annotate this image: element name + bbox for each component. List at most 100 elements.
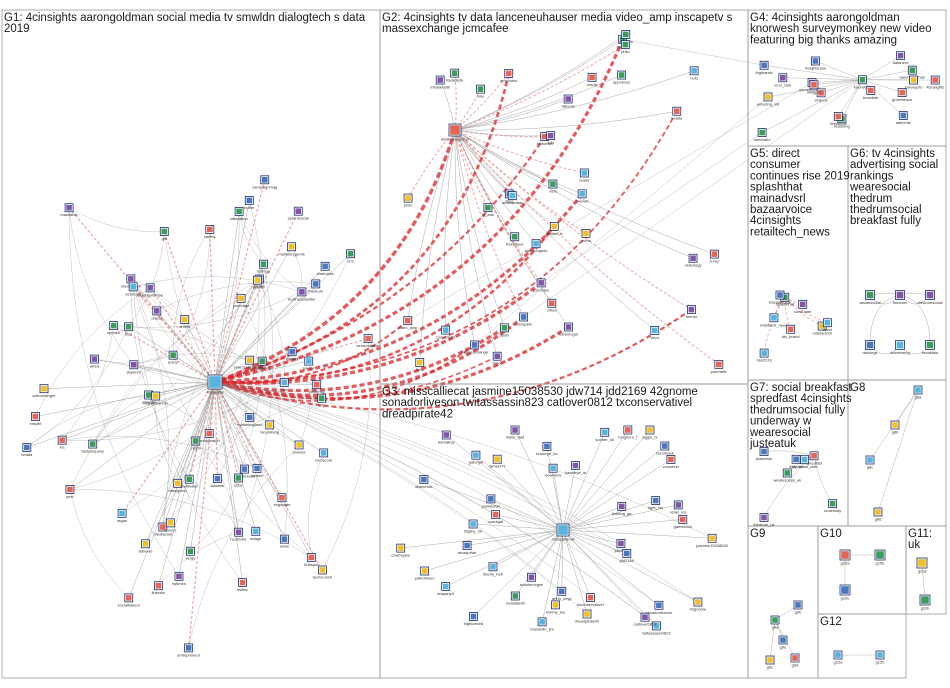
node-g2-17[interactable]: conversant: [436, 325, 456, 340]
node-g9-3[interactable]: g9d: [790, 653, 800, 668]
node-g3-23[interactable]: yankeefan: [482, 494, 500, 509]
node-g1-4[interactable]: variety: [204, 225, 216, 239]
node-g4-16[interactable]: surveypro: [905, 75, 923, 90]
node-g6-3[interactable]: rankings: [862, 340, 878, 356]
node-g8-2[interactable]: g8c: [865, 455, 875, 470]
node-g6-2[interactable]: thedrumsocial: [918, 290, 943, 306]
node-g1-54[interactable]: emplifi: [30, 412, 42, 427]
node-g6-4[interactable]: advertising: [890, 340, 910, 356]
node-g3-22[interactable]: dixiechick: [415, 475, 433, 490]
node-g1-41[interactable]: socialbakers: [118, 593, 140, 608]
node-g3-21[interactable]: ozarkgal: [488, 510, 503, 524]
node-g1-26[interactable]: adnews: [139, 539, 153, 554]
node-g1-62[interactable]: cmi: [346, 249, 355, 263]
node-g2-35[interactable]: amazonads: [502, 191, 523, 206]
node-g3-13[interactable]: redstate99: [506, 591, 526, 606]
node-g1-27[interactable]: brandchannel: [144, 391, 168, 406]
node-g1-37[interactable]: hubspot: [304, 553, 319, 567]
node-g2-21[interactable]: teads: [580, 168, 590, 183]
node-g3-26[interactable]: tarheel77: [489, 454, 506, 469]
node-g2-32[interactable]: vizio: [548, 179, 558, 194]
node-g2-24[interactable]: roku: [476, 84, 485, 99]
node-g1-65[interactable]: comscore: [315, 448, 333, 463]
node-g1-31[interactable]: engadget: [274, 493, 292, 508]
node-hub-g1[interactable]: 4cinsights: [206, 374, 224, 395]
node-g3-29[interactable]: wolverine: [545, 463, 563, 478]
node-g1-45[interactable]: cision: [191, 436, 201, 451]
node-g4-9[interactable]: vidpros: [815, 88, 828, 103]
node-g1-38[interactable]: buffer: [244, 195, 255, 210]
node-g8-1[interactable]: g8b: [890, 420, 900, 435]
node-g2-28[interactable]: xumo: [709, 249, 720, 264]
node-g2-10[interactable]: innovid: [576, 189, 589, 204]
node-g1-7[interactable]: dialogtech: [169, 478, 187, 493]
node-g2-0[interactable]: inscapetv: [515, 312, 532, 327]
node-g1-19[interactable]: nytimes: [172, 571, 186, 586]
node-g1-20[interactable]: cnbc: [233, 473, 243, 488]
node-g2-2[interactable]: massexchange: [461, 340, 489, 355]
node-g1-69[interactable]: oracle: [151, 306, 163, 321]
node-g1-33[interactable]: axios: [280, 534, 289, 549]
node-g4-14[interactable]: adtechie: [896, 111, 912, 125]
node-g2-14[interactable]: freewheel: [506, 232, 523, 247]
node-g1-58[interactable]: ahrefs: [179, 315, 190, 330]
node-g11-0[interactable]: g11a: [916, 557, 928, 574]
node-g3-20[interactable]: bigsky_mt: [464, 519, 483, 534]
node-g5-7[interactable]: direct: [822, 318, 833, 333]
node-g3-31[interactable]: sooner_ok: [595, 427, 614, 442]
node-g2-1[interactable]: video_amp: [398, 316, 418, 331]
node-g1-35[interactable]: inc: [57, 435, 67, 450]
node-g2-6[interactable]: ampvideo: [500, 69, 518, 83]
node-g1-22[interactable]: adexchanger: [32, 384, 56, 399]
node-g1-60[interactable]: seroundtable: [357, 334, 381, 349]
node-hub-g3[interactable]: misscalliecat: [552, 523, 576, 542]
node-g1-56[interactable]: semrush: [126, 282, 141, 297]
node-g1-46[interactable]: muckrack: [254, 356, 271, 371]
node-g2-7[interactable]: samba_tv: [546, 221, 563, 236]
node-g3-12[interactable]: scootsmcgee: [520, 572, 544, 587]
node-g1-59[interactable]: searchengineland: [234, 355, 266, 370]
node-g1-43[interactable]: talkwalker: [230, 207, 249, 221]
node-g3-27[interactable]: hokie_dad: [506, 425, 524, 440]
node-g2-27[interactable]: pluto: [403, 193, 413, 208]
node-g2-33[interactable]: lg_ads: [482, 203, 494, 218]
node-g5-6[interactable]: rise2019: [756, 348, 773, 363]
node-g1-29[interactable]: wired: [90, 354, 100, 369]
node-g1-24[interactable]: campaignmag: [252, 175, 277, 190]
node-g1-13[interactable]: adage: [250, 526, 262, 541]
node-g1-18[interactable]: wsj: [317, 393, 326, 408]
node-g1-68[interactable]: gfk: [159, 227, 169, 242]
node-g4-13[interactable]: brandlab: [863, 86, 879, 100]
node-g4-7[interactable]: 4cinsights: [926, 75, 944, 90]
node-g3-35[interactable]: volunteer: [663, 455, 680, 469]
node-g1-50[interactable]: skyword: [126, 360, 141, 375]
node-g7-6[interactable]: fully_sb: [789, 454, 804, 469]
node-g1-9[interactable]: socialmedia: [234, 464, 256, 479]
node-g3-10[interactable]: kimmy_lou: [546, 600, 565, 615]
node-g4-4[interactable]: bigthanks: [756, 60, 773, 75]
node-g1-14[interactable]: marketingland: [237, 412, 262, 427]
node-g1-32[interactable]: recode: [251, 275, 264, 290]
node-g1-61[interactable]: marketingprofs: [278, 242, 305, 256]
node-g2-39[interactable]: pubmatic: [711, 359, 727, 374]
node-g2-25[interactable]: hulu: [689, 66, 699, 81]
node-g3-37[interactable]: tiger_lsu: [648, 496, 663, 511]
node-g1-49[interactable]: contently: [309, 380, 325, 395]
node-g1-16[interactable]: techcrunch: [313, 565, 333, 580]
node-g9-2[interactable]: g9c: [765, 655, 775, 670]
node-g4-15[interactable]: growthhack: [892, 88, 912, 103]
node-g3-32[interactable]: longhorn_t: [618, 425, 638, 440]
node-g1-63[interactable]: mzinga: [257, 259, 271, 274]
node-g7-1[interactable]: justeatuk: [755, 447, 772, 462]
node-g3-39[interactable]: gamecock: [674, 515, 692, 529]
node-g3-24[interactable]: bamaboy: [438, 430, 455, 445]
node-g3-19[interactable]: cowboyjoe: [391, 543, 411, 558]
node-g1-53[interactable]: khoros: [164, 518, 176, 533]
node-g1-0[interactable]: adweek: [211, 474, 225, 489]
node-g1-5[interactable]: nba: [279, 378, 289, 392]
node-g3-9[interactable]: ahhh_heyy: [552, 586, 572, 601]
node-g6-5[interactable]: breakfast: [922, 340, 939, 356]
node-g1-36[interactable]: entrepreneur: [177, 643, 201, 658]
node-g3-18[interactable]: texaspride: [458, 541, 477, 555]
node-g8-3[interactable]: g8d: [873, 507, 883, 522]
